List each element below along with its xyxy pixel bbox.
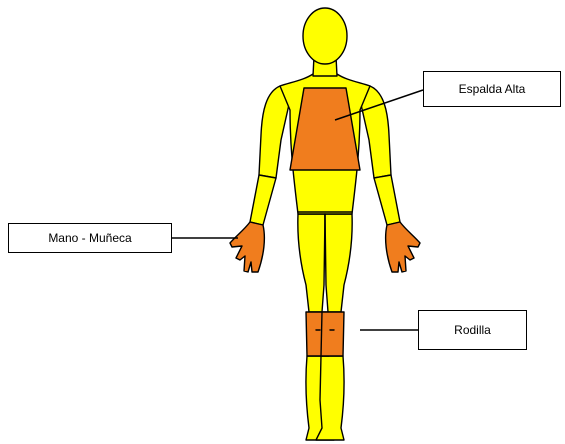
label-hand-wrist: Mano - Muñeca	[8, 223, 172, 253]
label-upper-back: Espalda Alta	[423, 71, 561, 107]
head	[303, 8, 347, 64]
label-knee: Rodilla	[418, 310, 527, 350]
right-forearm	[374, 175, 400, 225]
left-leg	[298, 214, 325, 312]
left-hand	[230, 222, 264, 272]
right-knee	[321, 312, 344, 356]
right-hand	[386, 222, 420, 272]
left-forearm	[250, 175, 276, 225]
right-leg	[325, 214, 352, 312]
